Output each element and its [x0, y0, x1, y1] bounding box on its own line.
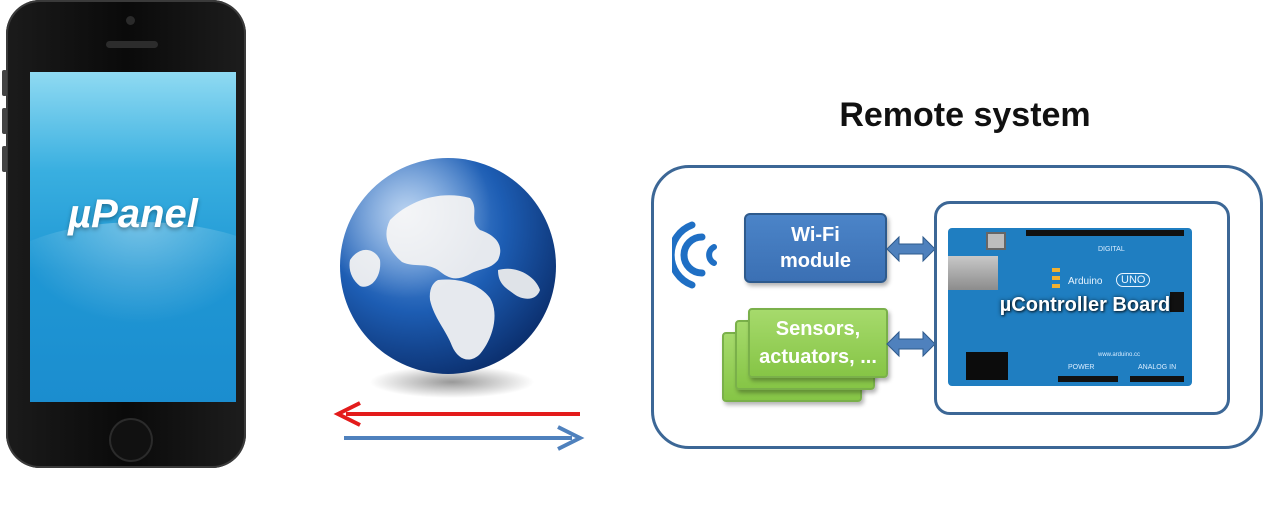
silk-power: POWER	[1068, 364, 1095, 371]
volume-button	[2, 108, 7, 134]
sensors-label-line1: Sensors,	[775, 318, 861, 340]
silk-site: www.arduino.cc	[1098, 352, 1141, 358]
wifi-board-link-arrow	[886, 235, 936, 263]
wifi-module-label-line2: module	[779, 250, 852, 272]
earpiece-speaker	[106, 41, 158, 48]
wifi-signal-icon	[672, 221, 717, 289]
app-title: µPanel	[68, 192, 198, 236]
icsp-header	[1170, 292, 1184, 312]
sensors-label-line2: actuators, ...	[759, 346, 877, 368]
digital-header	[1026, 230, 1184, 236]
power-header	[1058, 376, 1118, 382]
reset-button	[986, 232, 1006, 250]
globe-icon	[340, 158, 556, 398]
remote-system-title: Remote system	[839, 96, 1091, 134]
led-indicator	[1052, 284, 1060, 288]
front-camera	[126, 16, 135, 25]
arduino-board-image: DIGITAL Arduino UNO www.arduino.cc POWER…	[948, 228, 1192, 386]
led-indicator	[1052, 276, 1060, 280]
led-indicator	[1052, 268, 1060, 272]
volume-button	[2, 70, 7, 96]
silk-brand: Arduino	[1068, 276, 1103, 287]
silk-analog: ANALOG IN	[1138, 364, 1177, 371]
silk-digital: DIGITAL	[1098, 246, 1125, 253]
board-label: µController Board	[999, 294, 1171, 316]
request-arrow-head	[333, 401, 361, 427]
remote-system-frame	[651, 165, 1263, 449]
usb-connector	[948, 256, 998, 290]
data-link-arrows	[333, 401, 585, 451]
screen-highlight	[30, 222, 236, 342]
wifi-module-label-line1: Wi-Fi	[791, 224, 840, 246]
sensors-actuators-box: Sensors, actuators, ...	[748, 308, 888, 378]
wifi-module-box: Wi-Fi module	[744, 213, 887, 283]
response-arrow-head	[557, 425, 585, 451]
sensors-board-link-arrow	[886, 330, 936, 358]
silk-model: UNO	[1116, 273, 1151, 287]
power-jack	[966, 352, 1008, 380]
volume-button	[2, 146, 7, 172]
home-button	[109, 418, 153, 462]
phone-screen: µPanel	[30, 72, 236, 402]
analog-header	[1130, 376, 1184, 382]
smartphone: µPanel	[6, 0, 246, 468]
